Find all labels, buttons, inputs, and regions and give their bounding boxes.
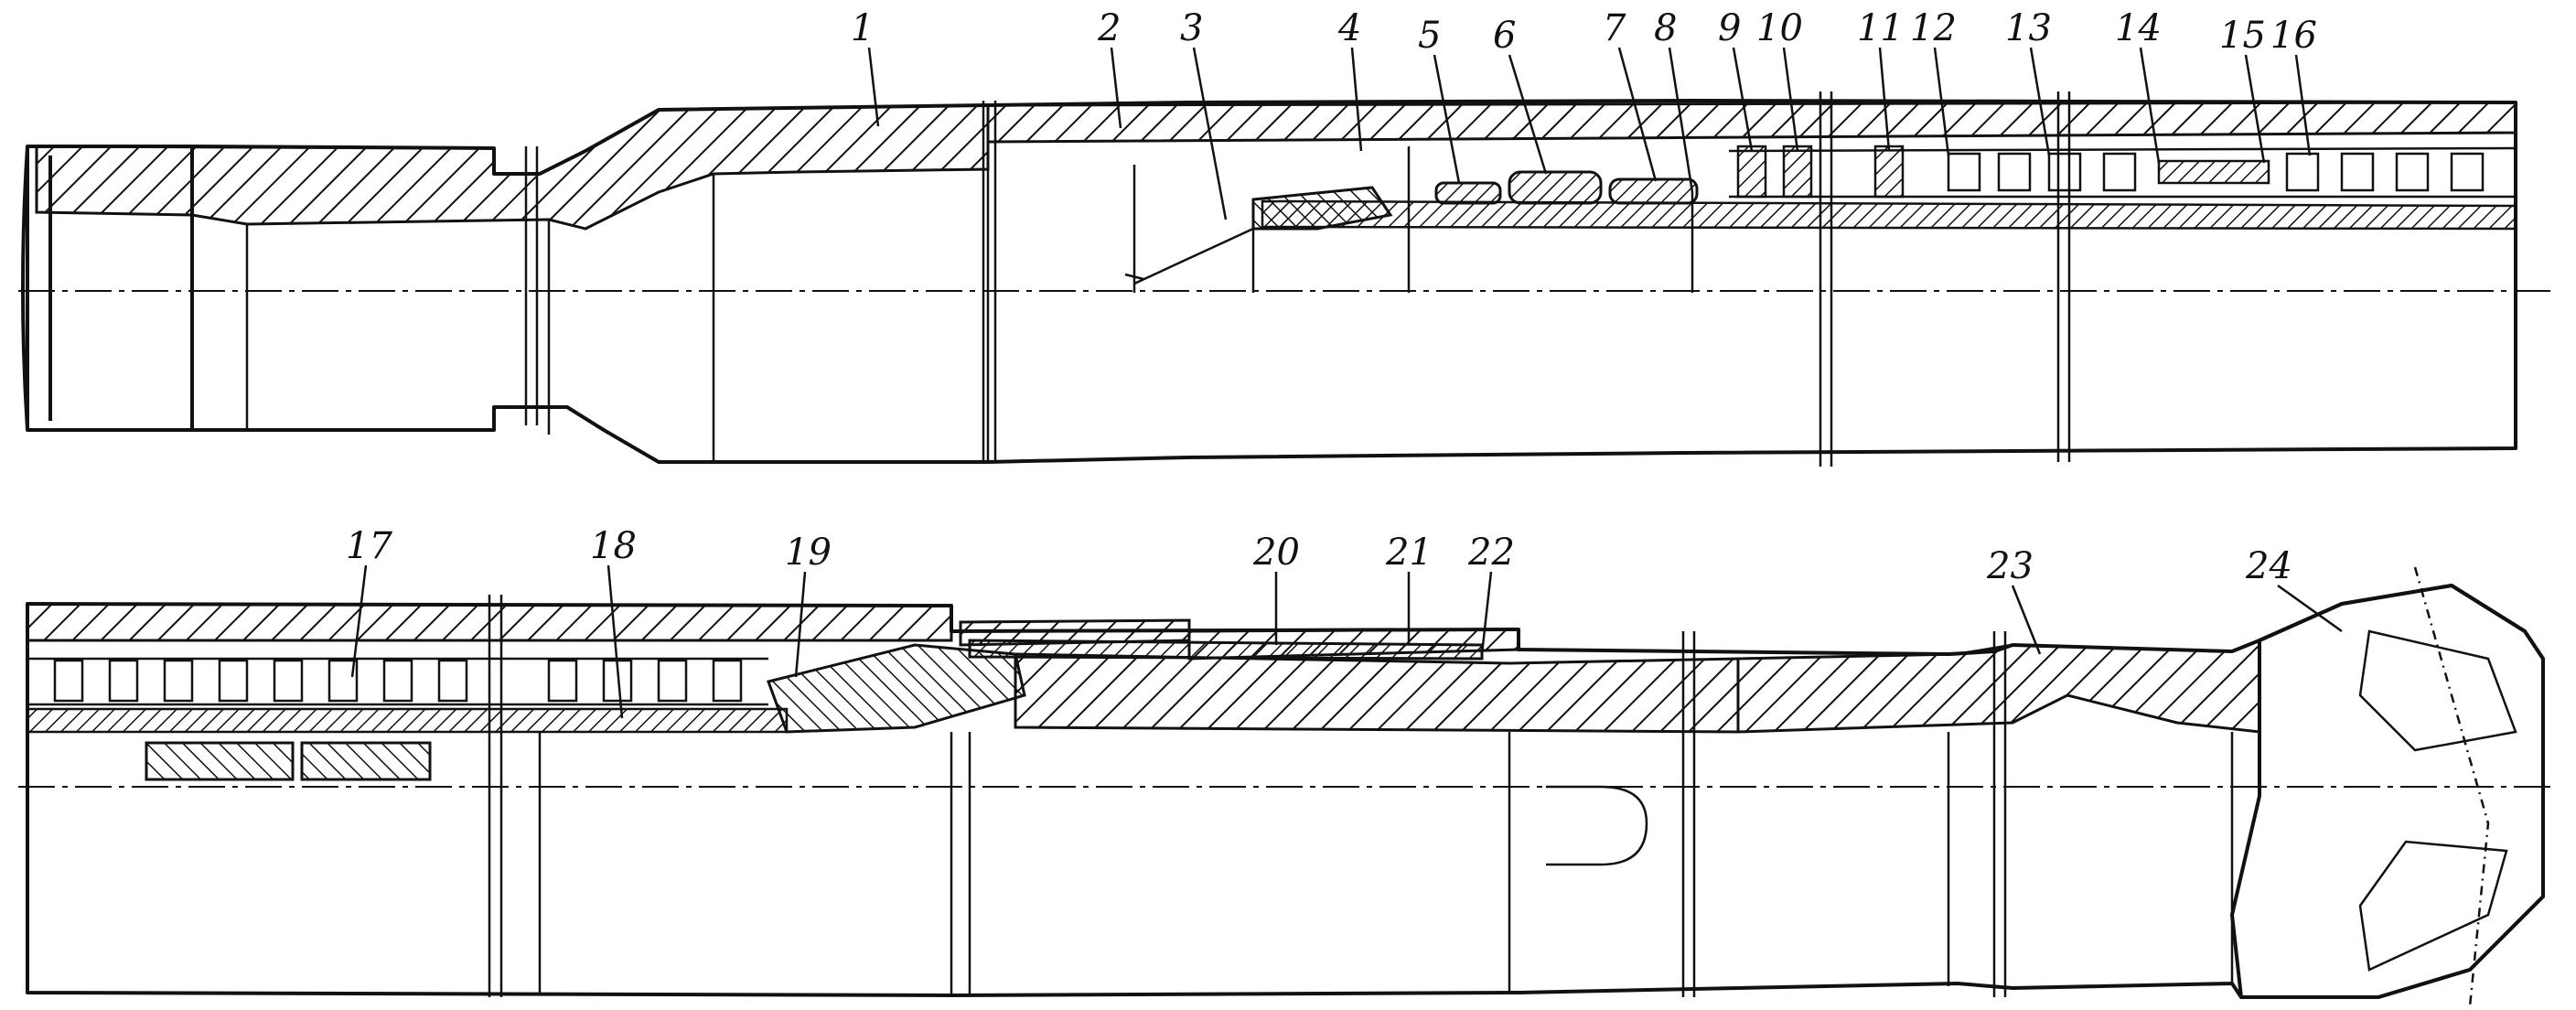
callout-label-18: 18 bbox=[590, 525, 637, 567]
callout-label-8: 8 bbox=[1654, 7, 1677, 49]
top-turbine-stages bbox=[1728, 145, 2517, 199]
callout-label-23: 23 bbox=[1986, 545, 2034, 587]
top-cone-outline bbox=[1124, 227, 1255, 293]
bottom-bearing-a bbox=[145, 741, 295, 781]
callout-label-2: 2 bbox=[1097, 7, 1121, 49]
callout-label-7: 7 bbox=[1603, 7, 1626, 49]
callout-23: 23 bbox=[1986, 545, 2042, 655]
callouts-top: 1 2 3 4 5 6 7 8 9 10 11 12 13 14 15 16 bbox=[851, 7, 2317, 220]
callout-label-14: 14 bbox=[2115, 7, 2162, 49]
callout-label-12: 12 bbox=[1910, 7, 1957, 49]
callout-label-16: 16 bbox=[2270, 15, 2317, 57]
bottom-drill-bit bbox=[2230, 566, 2545, 1007]
top-pad-7 bbox=[1608, 177, 1699, 205]
top-assembly bbox=[18, 91, 2552, 467]
bottom-shaft-20 bbox=[1014, 652, 1740, 734]
callout-22: 22 bbox=[1467, 532, 1515, 655]
callout-label-4: 4 bbox=[1337, 7, 1361, 49]
callout-label-22: 22 bbox=[1467, 532, 1515, 574]
callout-15: 15 bbox=[2219, 15, 2266, 164]
callout-label-6: 6 bbox=[1493, 15, 1516, 57]
callout-9: 9 bbox=[1718, 7, 1754, 152]
callout-label-9: 9 bbox=[1718, 7, 1741, 49]
top-pad-6 bbox=[1508, 170, 1603, 205]
top-break-lines bbox=[524, 91, 2071, 467]
callouts-bottom: 17 18 19 20 21 22 23 24 bbox=[346, 525, 2343, 719]
top-cone-piece bbox=[1251, 186, 1393, 231]
top-sleeve-wall bbox=[986, 101, 2517, 144]
callout-3: 3 bbox=[1180, 7, 1228, 220]
callout-label-10: 10 bbox=[1756, 7, 1803, 49]
top-pad-5 bbox=[1434, 181, 1502, 205]
bottom-bearing-b bbox=[300, 741, 432, 781]
callout-17: 17 bbox=[346, 525, 392, 678]
callout-label-21: 21 bbox=[1385, 532, 1433, 574]
callout-21: 21 bbox=[1385, 532, 1433, 645]
callout-label-5: 5 bbox=[1418, 15, 1441, 57]
callout-label-15: 15 bbox=[2219, 15, 2266, 57]
callout-10: 10 bbox=[1756, 7, 1803, 152]
callout-label-24: 24 bbox=[2245, 545, 2292, 587]
callout-14: 14 bbox=[2115, 7, 2162, 164]
callout-11: 11 bbox=[1857, 7, 1904, 152]
callout-label-3: 3 bbox=[1180, 7, 1203, 49]
callout-label-1: 1 bbox=[851, 7, 874, 49]
bottom-turbine-stages bbox=[27, 657, 768, 706]
callout-12: 12 bbox=[1910, 7, 1957, 156]
top-shaft-band bbox=[1261, 199, 2517, 231]
callout-19: 19 bbox=[785, 532, 832, 678]
bottom-assembly bbox=[18, 566, 2552, 1007]
callout-5: 5 bbox=[1418, 15, 1461, 184]
bottom-bore-lines bbox=[538, 732, 2234, 995]
bottom-nozzle-channel bbox=[1546, 785, 1648, 866]
bottom-spring-21 bbox=[968, 639, 1484, 661]
callout-label-17: 17 bbox=[346, 525, 392, 567]
bottom-shaft-band bbox=[26, 707, 789, 734]
callout-label-19: 19 bbox=[785, 532, 832, 574]
callout-16: 16 bbox=[2270, 15, 2317, 156]
callout-label-13: 13 bbox=[2005, 7, 2052, 49]
callout-4: 4 bbox=[1337, 7, 1363, 152]
top-bore-lines bbox=[245, 146, 1694, 462]
callout-20: 20 bbox=[1252, 532, 1300, 645]
callout-7: 7 bbox=[1603, 7, 1658, 182]
callout-24: 24 bbox=[2245, 545, 2343, 633]
top-sub-wall bbox=[35, 103, 990, 231]
callout-label-20: 20 bbox=[1252, 532, 1300, 574]
callout-6: 6 bbox=[1493, 15, 1548, 175]
bottom-break-lines bbox=[488, 595, 2007, 997]
callout-2: 2 bbox=[1097, 7, 1122, 129]
callout-8: 8 bbox=[1654, 7, 1694, 193]
callout-18: 18 bbox=[590, 525, 637, 719]
callout-label-11: 11 bbox=[1857, 7, 1904, 49]
callout-1: 1 bbox=[851, 7, 880, 127]
callout-13: 13 bbox=[2005, 7, 2052, 156]
